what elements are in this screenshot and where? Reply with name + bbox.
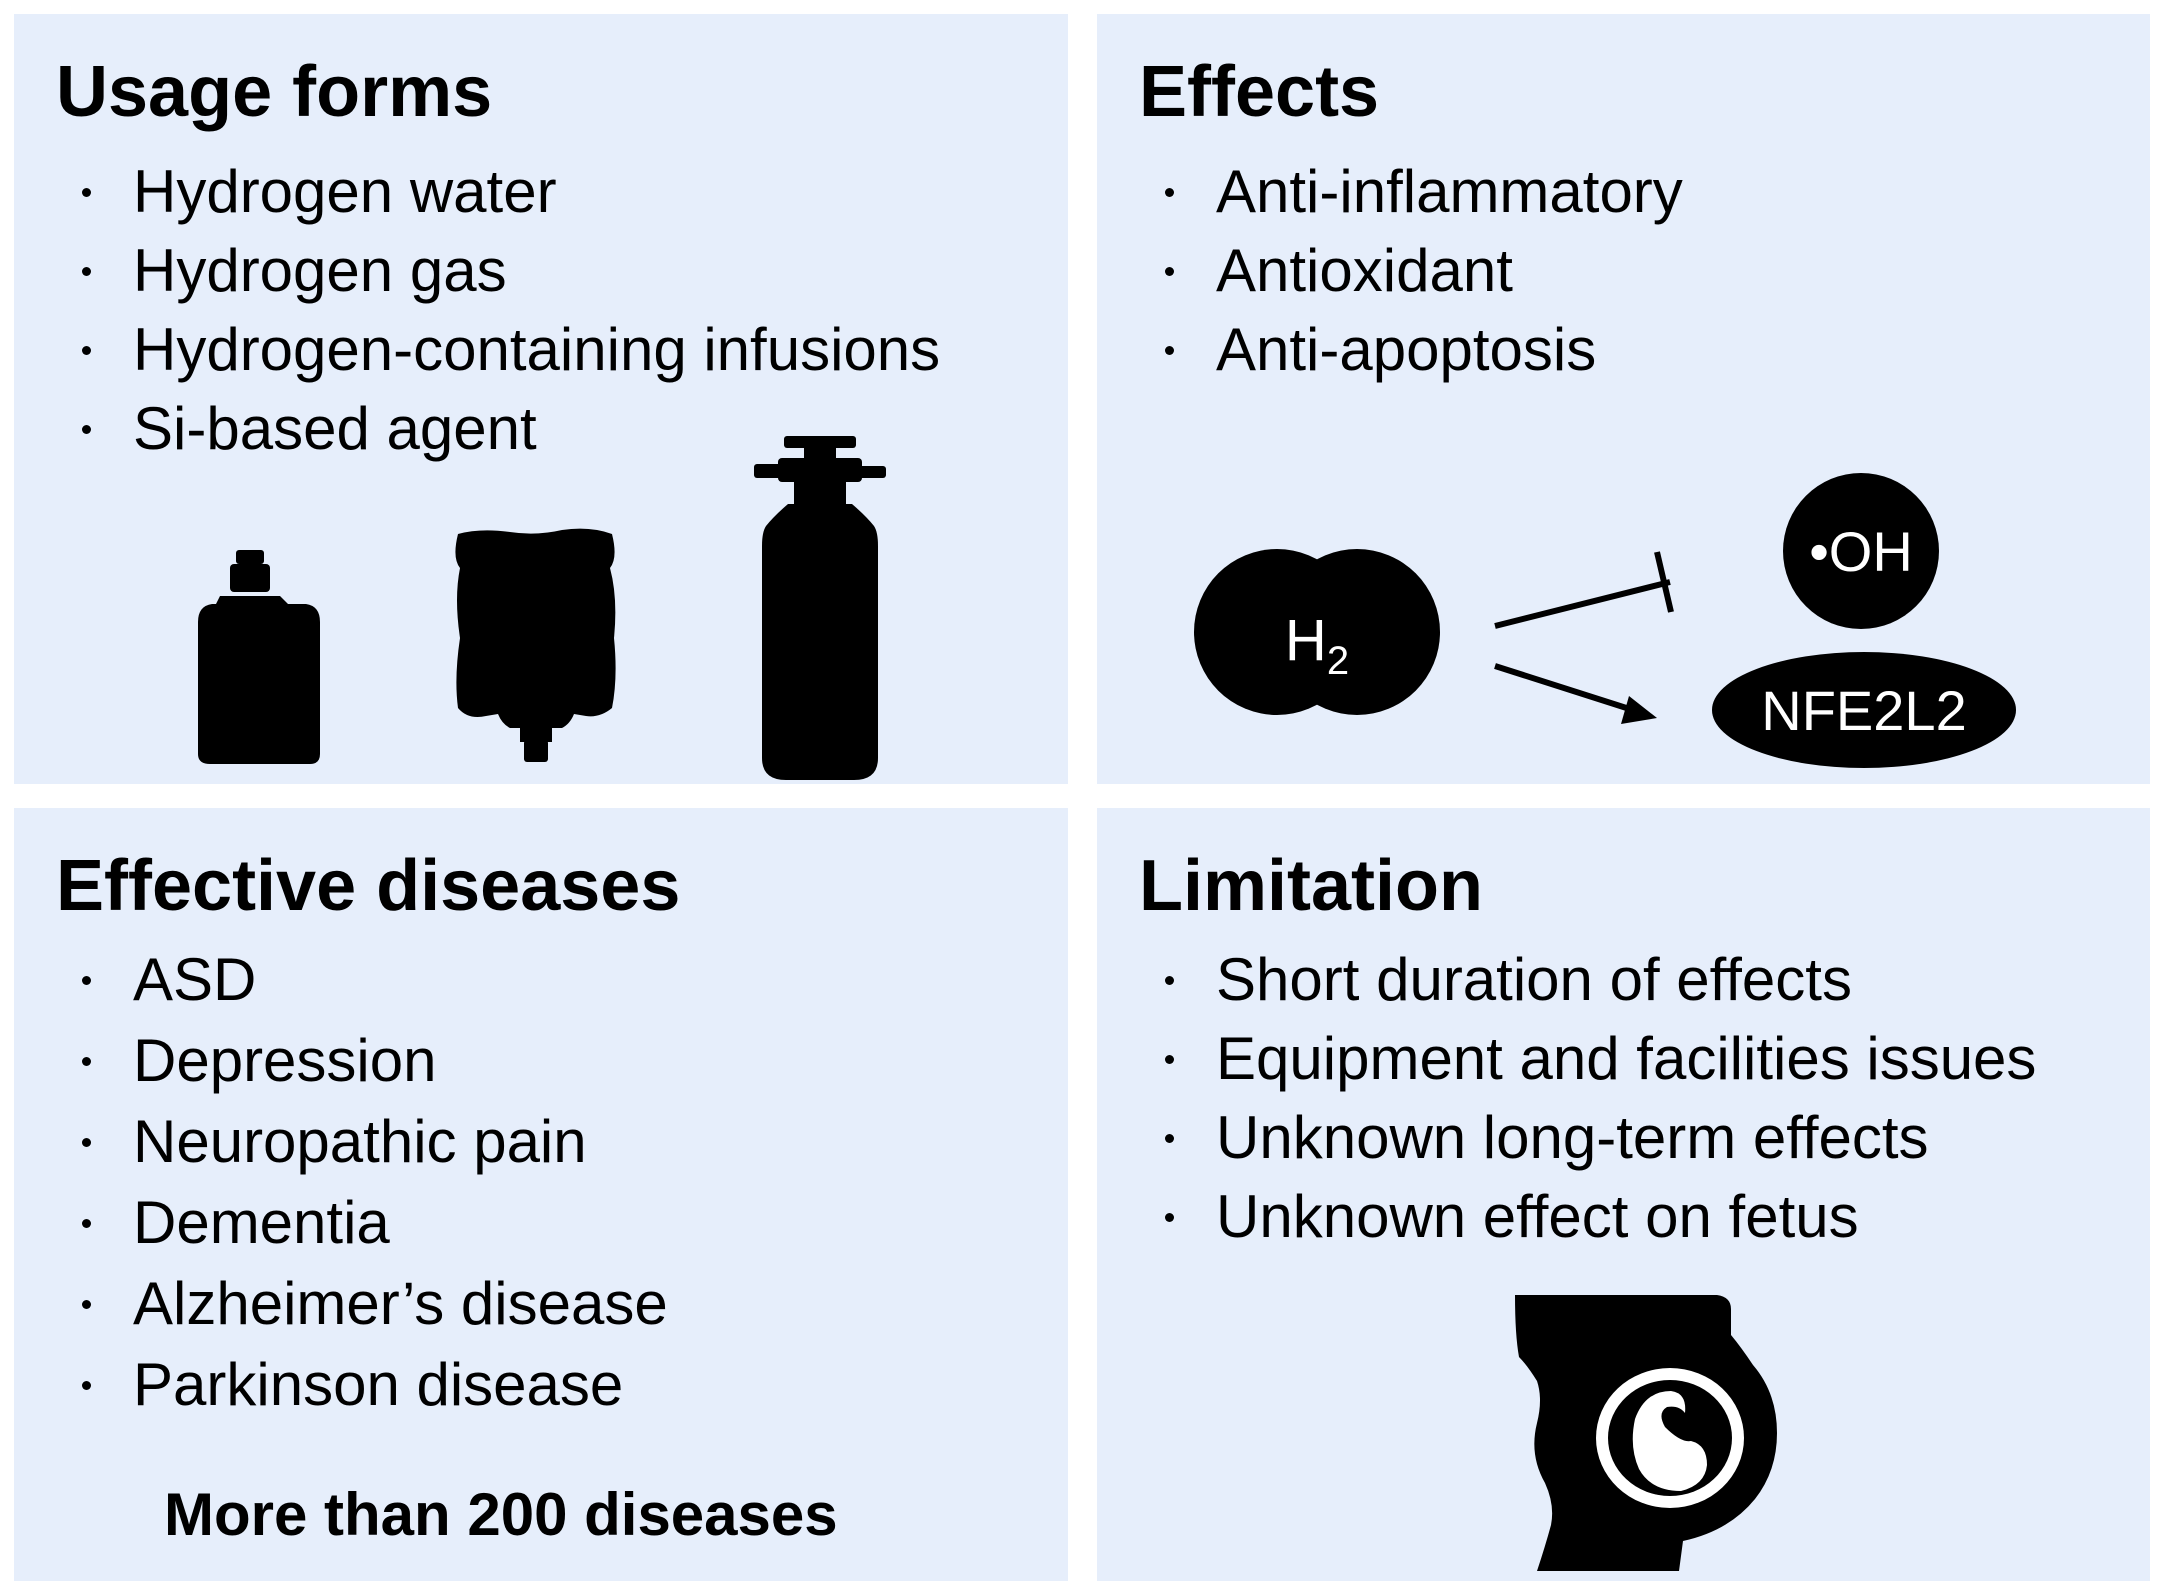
bullet-icon — [1165, 1213, 1174, 1222]
inhibition-arrow — [1494, 551, 1674, 629]
list-item-label: Hydrogen water — [133, 158, 557, 225]
infusion-bag-icon — [455, 528, 616, 762]
effective-diseases-list: ASD Depression Neuropathic pain Dementia… — [76, 950, 668, 1436]
bullet-icon — [1165, 1055, 1174, 1064]
bullet-icon — [82, 267, 91, 276]
usage-forms-title: Usage forms — [56, 52, 493, 132]
list-item: Hydrogen water — [76, 162, 940, 222]
list-item-label: Short duration of effects — [1216, 946, 1852, 1013]
limitation-title: Limitation — [1139, 846, 1483, 926]
effects-title: Effects — [1139, 52, 1380, 132]
list-item-label: Antioxidant — [1216, 237, 1513, 304]
list-item-label: Anti-inflammatory — [1216, 158, 1683, 225]
list-item: Anti-inflammatory — [1159, 162, 1683, 222]
list-item: Antioxidant — [1159, 241, 1683, 301]
usage-forms-panel: Usage forms Hydrogen water Hydrogen gas … — [14, 14, 1068, 784]
list-item: ASD — [76, 950, 668, 1010]
effects-list: Anti-inflammatory Antioxidant Anti-apopt… — [1159, 162, 1683, 399]
bullet-icon — [82, 188, 91, 197]
list-item: Hydrogen-containing infusions — [76, 320, 940, 380]
bullet-icon — [82, 346, 91, 355]
list-item-label: Neuropathic pain — [133, 1108, 587, 1175]
list-item-label: Equipment and facilities issues — [1216, 1025, 2037, 1092]
bullet-icon — [1165, 267, 1174, 276]
list-item-label: Unknown effect on fetus — [1216, 1183, 1859, 1250]
list-item: Short duration of effects — [1159, 950, 2036, 1010]
list-item-label: Hydrogen-containing infusions — [133, 316, 941, 383]
bullet-icon — [82, 1381, 91, 1390]
activation-arrow — [1494, 663, 1657, 724]
nfe2l2-node: NFE2L2 — [1712, 652, 2016, 768]
bullet-icon — [1165, 346, 1174, 355]
bullet-icon — [82, 1219, 91, 1228]
list-item-label: Parkinson disease — [133, 1351, 624, 1418]
list-item-label: Dementia — [133, 1189, 390, 1256]
list-item: Equipment and facilities issues — [1159, 1029, 2036, 1089]
list-item: Neuropathic pain — [76, 1112, 668, 1172]
bullet-icon — [82, 976, 91, 985]
list-item: Parkinson disease — [76, 1355, 668, 1415]
effects-panel: Effects Anti-inflammatory Antioxidant An… — [1097, 14, 2150, 784]
hydroxyl-radical-node: •OH — [1783, 473, 1939, 629]
disease-count-note: More than 200 diseases — [164, 1481, 838, 1548]
bottle-icon — [198, 550, 320, 764]
bullet-icon — [82, 1138, 91, 1147]
list-item: Anti-apoptosis — [1159, 320, 1683, 380]
list-item-label: Hydrogen gas — [133, 237, 507, 304]
pregnant-woman-icon — [1515, 1295, 1777, 1571]
h2-label: H2 — [1285, 608, 1349, 683]
bullet-icon — [82, 1057, 91, 1066]
list-item-label: Si-based agent — [133, 395, 537, 462]
list-item-label: Unknown long-term effects — [1216, 1104, 1929, 1171]
effective-diseases-panel: Effective diseases ASD Depression Neurop… — [14, 808, 1068, 1581]
list-item: Unknown effect on fetus — [1159, 1187, 2036, 1247]
list-item: Alzheimer’s disease — [76, 1274, 668, 1334]
usage-forms-list: Hydrogen water Hydrogen gas Hydrogen-con… — [76, 162, 940, 478]
list-item-label: Anti-apoptosis — [1216, 316, 1597, 383]
list-item: Dementia — [76, 1193, 668, 1253]
limitation-panel: Limitation Short duration of effects Equ… — [1097, 808, 2150, 1581]
limitation-list: Short duration of effects Equipment and … — [1159, 950, 2036, 1266]
bullet-icon — [1165, 976, 1174, 985]
bullet-icon — [1165, 1134, 1174, 1143]
nfe2l2-label: NFE2L2 — [1761, 679, 1966, 742]
bullet-icon — [82, 1300, 91, 1309]
gas-cylinder-icon — [754, 436, 886, 780]
h2-molecule: H2 — [1194, 549, 1440, 715]
effective-diseases-title: Effective diseases — [56, 846, 681, 926]
mechanism-diagram: H2 •OH NFE2L2 — [1194, 473, 2016, 768]
list-item-label: ASD — [133, 946, 257, 1013]
list-item: Hydrogen gas — [76, 241, 940, 301]
list-item-label: Depression — [133, 1027, 437, 1094]
list-item-label: Alzheimer’s disease — [133, 1270, 668, 1337]
hydroxyl-radical-label: •OH — [1809, 520, 1913, 583]
bullet-icon — [82, 425, 91, 434]
list-item: Unknown long-term effects — [1159, 1108, 2036, 1168]
list-item: Depression — [76, 1031, 668, 1091]
bullet-icon — [1165, 188, 1174, 197]
list-item: Si-based agent — [76, 399, 940, 459]
